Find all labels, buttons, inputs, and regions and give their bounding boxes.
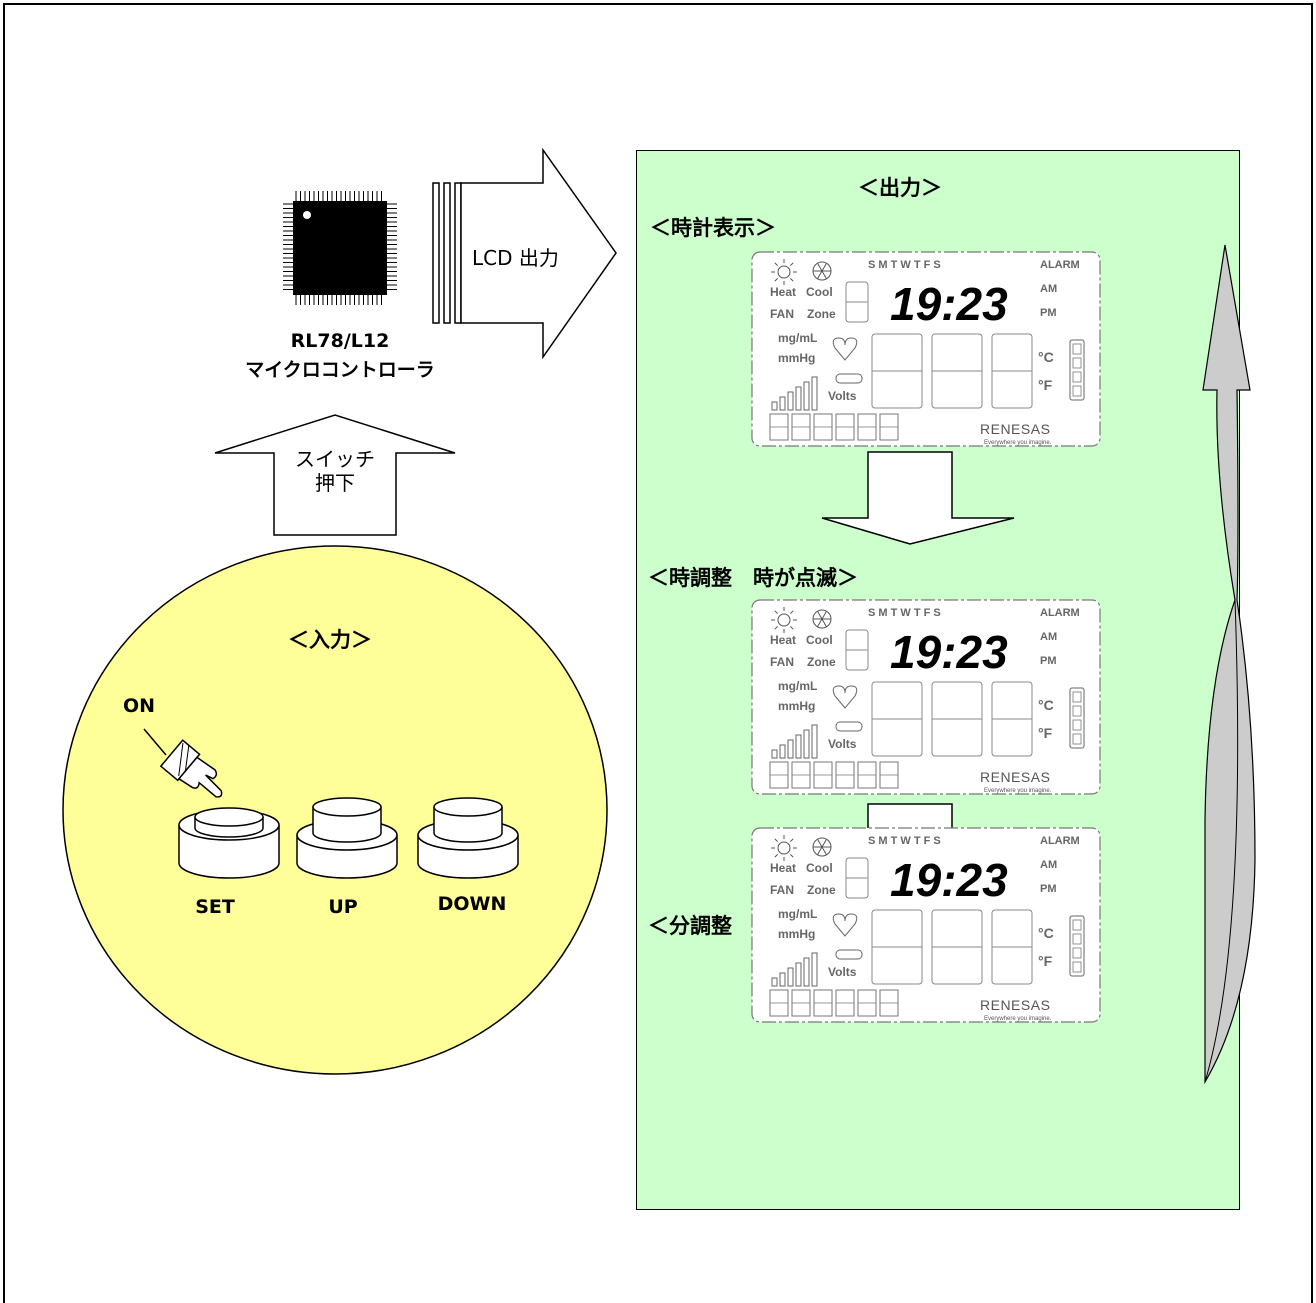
cycle-back-arrow (1202, 244, 1256, 1085)
down-button-label: DOWN (437, 893, 507, 915)
mcu-label-line1: RL78/L12 (290, 330, 390, 352)
svg-text:PM: PM (1040, 307, 1057, 319)
lcd-output-label: LCD 出力 (472, 246, 559, 270)
svg-text:Everywhere you imagine.: Everywhere you imagine. (984, 440, 1052, 446)
svg-text:PM: PM (1040, 883, 1057, 895)
svg-text:°C: °C (1038, 697, 1054, 713)
pointing-hand-icon (143, 728, 223, 798)
svg-text:ALARM: ALARM (1040, 259, 1080, 271)
lcd-output-arrow (432, 147, 617, 360)
state-label-clock: ＜時計表示＞ (650, 216, 776, 240)
pressed-indicator-label: ON (123, 695, 156, 717)
input-title: ＜入力＞ (288, 628, 372, 652)
svg-text:19:23: 19:23 (890, 854, 1008, 906)
svg-text:mmHg: mmHg (778, 927, 815, 941)
svg-text:Cool: Cool (806, 285, 833, 299)
svg-text:RENESAS: RENESAS (980, 997, 1050, 1013)
svg-text:Heat: Heat (770, 861, 796, 875)
svg-text:Zone: Zone (807, 883, 836, 897)
transition-arrow-1 (821, 451, 1015, 545)
svg-text:19:23: 19:23 (890, 626, 1008, 678)
svg-text:mg/mL: mg/mL (778, 679, 817, 693)
up-button[interactable] (293, 795, 403, 885)
svg-text:AM: AM (1040, 283, 1057, 295)
svg-text:Volts: Volts (828, 737, 857, 751)
svg-text:Volts: Volts (828, 965, 857, 979)
svg-text:mg/mL: mg/mL (778, 331, 817, 345)
up-button-label: UP (328, 896, 358, 918)
switch-press-arrow (214, 414, 456, 536)
svg-text:Heat: Heat (770, 285, 796, 299)
svg-text:Zone: Zone (807, 307, 836, 321)
svg-text:°F: °F (1038, 377, 1053, 393)
svg-text:19:23: 19:23 (890, 278, 1008, 330)
svg-text:Everywhere you imagine.: Everywhere you imagine. (984, 1016, 1052, 1022)
svg-text:PM: PM (1040, 655, 1057, 667)
svg-text:S M T W T F S: S M T W T F S (868, 607, 941, 619)
svg-text:AM: AM (1040, 859, 1057, 871)
svg-text:S M T W T F S: S M T W T F S (868, 259, 941, 271)
mcu-label-line2: マイクロコントローラ (245, 359, 435, 381)
svg-text:ALARM: ALARM (1040, 835, 1080, 847)
svg-text:Cool: Cool (806, 633, 833, 647)
state-label-hour-adjust: ＜時調整 時が点滅＞ (648, 566, 858, 590)
svg-text:RENESAS: RENESAS (980, 421, 1050, 437)
svg-text:FAN: FAN (770, 307, 794, 321)
svg-text:Volts: Volts (828, 389, 857, 403)
svg-text:mmHg: mmHg (778, 699, 815, 713)
down-button[interactable] (414, 795, 524, 885)
switch-press-label-line1: スイッチ (295, 447, 375, 471)
svg-text:°C: °C (1038, 925, 1054, 941)
svg-text:mg/mL: mg/mL (778, 907, 817, 921)
switch-press-label-line2: 押下 (315, 471, 355, 495)
svg-text:°F: °F (1038, 725, 1053, 741)
diagram-frame (3, 3, 1313, 1303)
svg-text:°F: °F (1038, 953, 1053, 969)
svg-text:RENESAS: RENESAS (980, 769, 1050, 785)
svg-text:AM: AM (1040, 631, 1057, 643)
svg-text:Cool: Cool (806, 861, 833, 875)
output-title: ＜出力＞ (858, 176, 942, 200)
svg-text:FAN: FAN (770, 655, 794, 669)
svg-text:S M T W T F S: S M T W T F S (868, 835, 941, 847)
set-button[interactable] (175, 795, 285, 885)
svg-text:Heat: Heat (770, 633, 796, 647)
svg-text:Zone: Zone (807, 655, 836, 669)
mcu-chip-icon (283, 191, 397, 305)
svg-text:mmHg: mmHg (778, 351, 815, 365)
svg-text:°C: °C (1038, 349, 1054, 365)
svg-text:Everywhere you imagine.: Everywhere you imagine. (984, 788, 1052, 794)
svg-text:FAN: FAN (770, 883, 794, 897)
svg-text:ALARM: ALARM (1040, 607, 1080, 619)
set-button-label: SET (195, 896, 235, 918)
